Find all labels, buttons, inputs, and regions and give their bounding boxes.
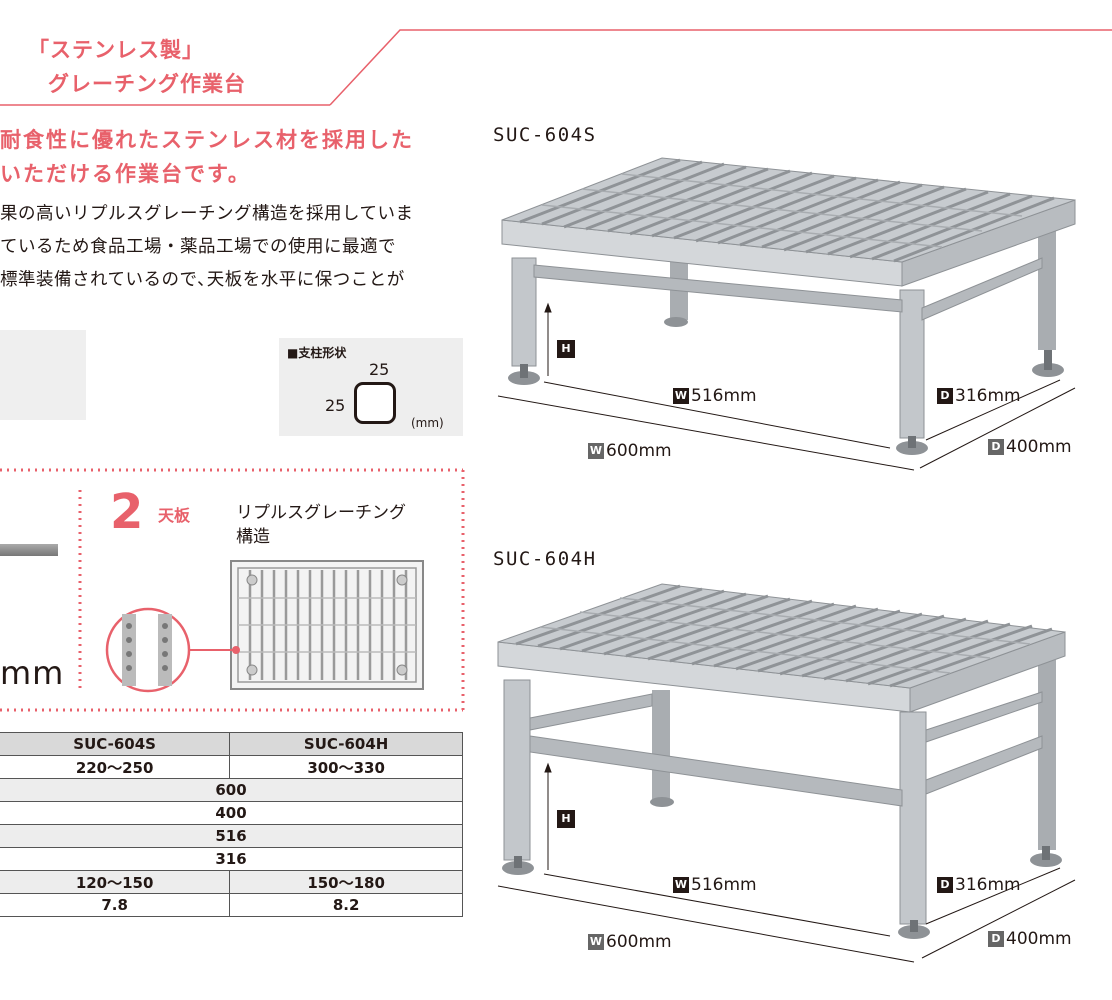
table-row: 220〜250 300〜330 [0, 755, 463, 779]
outer-depth-label: D 400mm [988, 437, 1072, 457]
outer-depth-value: 400mm [1006, 929, 1072, 949]
intro-body-line3: 標準装備されているので､天板を水平に保つことが [0, 270, 405, 290]
table-cell: 120〜150 [0, 870, 231, 894]
width-tag-icon: W [673, 877, 689, 893]
feature-label: 天板 [158, 506, 191, 525]
outer-depth-value: 400mm [1006, 437, 1072, 457]
feature-desc-line1: リプルスグレーチング [236, 503, 406, 523]
intro-lead-line1: 耐食性に優れたステンレス材を採用した [0, 128, 414, 152]
intro-lead-line2: いただける作業台です。 [0, 162, 251, 186]
depth-tag-icon: D [937, 388, 953, 404]
left-unit-fragment: mm [0, 654, 65, 692]
header-accent-line [0, 29, 1112, 106]
width-tag-icon: W [588, 443, 604, 459]
outer-width-label: W 600mm [588, 932, 672, 952]
workbench-illustration-high [497, 583, 1076, 963]
pillar-unit: (mm) [411, 416, 444, 430]
square-pipe-icon [354, 382, 396, 424]
product-model-label: SUC-604H [493, 548, 597, 570]
inner-width-label: W 516mm [673, 875, 757, 895]
table-cell: 8.2 [229, 893, 463, 917]
product-model-label: SUC-604S [493, 124, 597, 146]
inner-width-value: 516mm [691, 875, 757, 895]
pillar-top-value: 25 [369, 360, 390, 379]
table-header-cell: SUC-604H [229, 732, 463, 756]
spec-table: SUC-604S SUC-604H 220〜250 300〜330 600 40… [0, 732, 463, 917]
feature-desc-line2: 構造 [236, 527, 270, 547]
outer-width-value: 600mm [606, 932, 672, 952]
table-row: 400 [0, 801, 463, 825]
table-header-cell: SUC-604S [0, 732, 231, 756]
table-cell: 7.8 [0, 893, 231, 917]
table-cell: 150〜180 [229, 870, 463, 894]
table-row: 600 [0, 778, 463, 802]
workbench-illustration-low [497, 157, 1076, 471]
table-row: 516 [0, 824, 463, 848]
table-cell: 316 [0, 847, 463, 871]
depth-tag-icon: D [988, 931, 1004, 947]
feature-number: 2 [110, 484, 144, 540]
table-row: 316 [0, 847, 463, 871]
pillar-shape-heading: ■支柱形状 [287, 346, 347, 360]
outer-width-value: 600mm [606, 441, 672, 461]
inner-width-value: 516mm [691, 386, 757, 406]
outer-width-label: W 600mm [588, 441, 672, 461]
inner-depth-label: D 316mm [937, 875, 1021, 895]
table-cell: 600 [0, 778, 463, 802]
height-tag: H [557, 340, 575, 358]
intro-body-line2: ているため食品工場・薬品工場での使用に最適で [0, 237, 396, 257]
pillar-shape-box: ■支柱形状 25 25 (mm) [279, 338, 463, 436]
inner-depth-value: 316mm [955, 386, 1021, 406]
table-cell: 516 [0, 824, 463, 848]
inner-depth-label: D 316mm [937, 386, 1021, 406]
height-tag: H [557, 810, 575, 828]
table-row: 7.8 8.2 [0, 893, 463, 917]
width-tag-icon: W [588, 934, 604, 950]
inner-width-label: W 516mm [673, 386, 757, 406]
table-cell: 220〜250 [0, 755, 231, 779]
photo-fragment [0, 330, 86, 420]
outer-depth-label: D 400mm [988, 929, 1072, 949]
feature-dotted-border [0, 468, 465, 712]
table-cell: 300〜330 [229, 755, 463, 779]
inner-depth-value: 316mm [955, 875, 1021, 895]
table-row: 120〜150 150〜180 [0, 870, 463, 894]
depth-tag-icon: D [937, 877, 953, 893]
depth-tag-icon: D [988, 439, 1004, 455]
width-tag-icon: W [673, 388, 689, 404]
table-header-row: SUC-604S SUC-604H [0, 732, 463, 756]
pillar-side-value: 25 [325, 396, 346, 415]
grating-zoom-detail [105, 607, 240, 693]
table-cell: 400 [0, 801, 463, 825]
page-title-line2: グレーチング作業台 [48, 72, 246, 96]
grating-topview-illustration [230, 560, 424, 690]
bar-fragment [0, 544, 58, 556]
page-title-line1: 「ステンレス製」 [28, 38, 204, 62]
intro-body-line1: 果の高いリプルスグレーチング構造を採用していま [0, 204, 414, 224]
